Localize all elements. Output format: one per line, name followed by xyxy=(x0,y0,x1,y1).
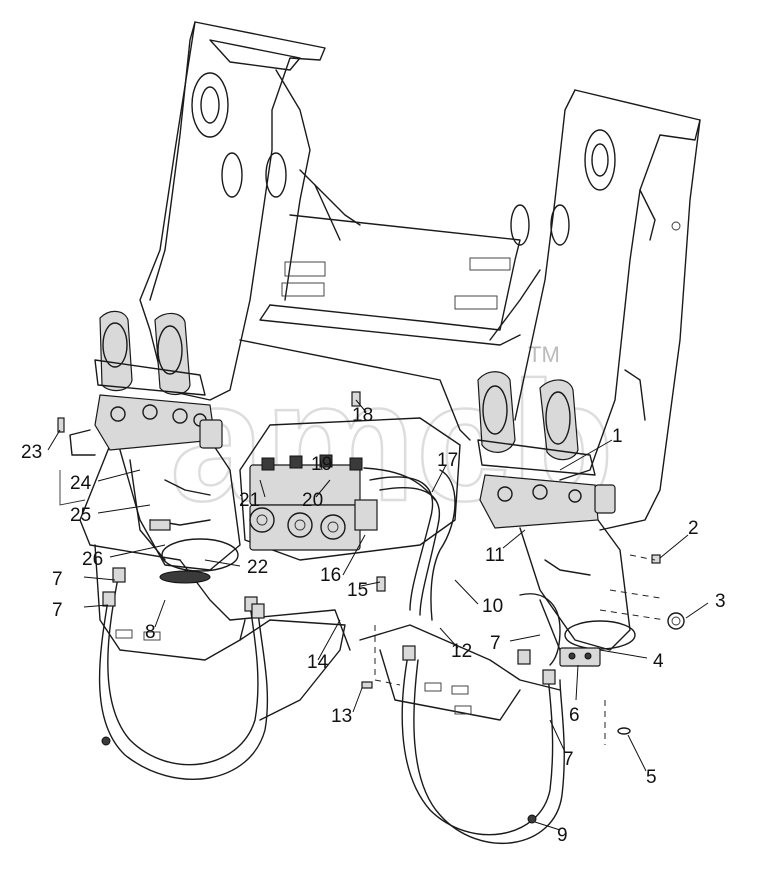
callout-5: 5 xyxy=(646,767,657,788)
pin-23 xyxy=(57,417,65,433)
right-boom-arm xyxy=(489,89,701,531)
callout-10: 10 xyxy=(482,596,503,617)
callout-7-c: 7 xyxy=(490,633,501,654)
callout-23: 23 xyxy=(21,442,42,463)
callout-9: 9 xyxy=(557,825,568,846)
left-cylinder-assembly xyxy=(59,310,241,584)
right-cylinder-assembly xyxy=(477,371,636,667)
bolt-9 xyxy=(527,814,537,824)
bolt-13 xyxy=(361,681,373,689)
callout-13: 13 xyxy=(331,706,352,727)
callout-3: 3 xyxy=(715,591,726,612)
callout-1: 1 xyxy=(612,426,623,447)
callout-11: 11 xyxy=(485,545,505,566)
callout-12: 12 xyxy=(451,641,472,662)
callout-4: 4 xyxy=(653,651,664,672)
callout-25: 25 xyxy=(70,505,91,526)
fittings xyxy=(57,391,685,824)
callout-26: 26 xyxy=(82,549,103,570)
callout-7-b: 7 xyxy=(52,600,63,621)
reference-lines xyxy=(374,554,666,745)
callout-15: 15 xyxy=(347,580,368,601)
callout-numbers: 1 2 3 4 5 6 7 7 7 7 8 9 10 11 12 13 14 1… xyxy=(21,405,726,846)
fitting-15 xyxy=(376,576,386,592)
callout-2: 2 xyxy=(688,518,699,539)
leader-lines xyxy=(47,399,709,831)
left-boom-arm xyxy=(139,21,361,401)
main-frame xyxy=(79,214,561,721)
callout-7-a: 7 xyxy=(52,569,63,590)
callout-6: 6 xyxy=(569,705,580,726)
callout-19: 19 xyxy=(311,454,332,475)
callout-17: 17 xyxy=(437,450,458,471)
bolt-left xyxy=(101,736,111,746)
callout-16: 16 xyxy=(320,565,341,586)
hoses xyxy=(98,469,565,845)
callout-22: 22 xyxy=(247,557,268,578)
clamp-3 xyxy=(667,612,685,630)
callout-24: 24 xyxy=(70,473,92,494)
fitting-18 xyxy=(351,391,361,407)
callout-14: 14 xyxy=(307,652,329,673)
callout-18: 18 xyxy=(352,405,373,426)
callout-8: 8 xyxy=(145,622,156,643)
clip-2 xyxy=(651,554,661,564)
callout-20: 20 xyxy=(302,490,323,511)
washer-5 xyxy=(617,727,631,735)
watermark-tm: TM xyxy=(528,342,560,367)
callout-21: 21 xyxy=(239,490,260,511)
callout-7-d: 7 xyxy=(563,749,574,770)
